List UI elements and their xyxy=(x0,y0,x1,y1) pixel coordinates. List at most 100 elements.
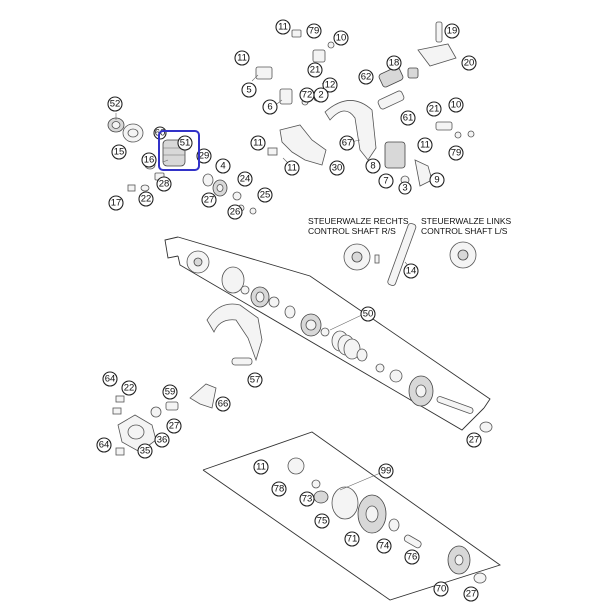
shaft-left-label-en: CONTROL SHAFT L/S xyxy=(421,226,508,236)
callout[interactable]: 27 xyxy=(466,432,482,448)
callout[interactable]: 62 xyxy=(358,69,374,85)
callout[interactable]: 71 xyxy=(344,531,360,547)
svg-text:52: 52 xyxy=(110,99,121,110)
svg-text:24: 24 xyxy=(240,174,251,185)
callout[interactable]: 11 xyxy=(250,135,266,151)
callout[interactable]: 61 xyxy=(400,110,416,126)
svg-text:73: 73 xyxy=(302,494,313,505)
callout[interactable]: 24 xyxy=(237,171,253,187)
callout[interactable]: 20 xyxy=(461,55,477,71)
callout[interactable]: 18 xyxy=(386,55,402,71)
callout[interactable]: 22 xyxy=(138,191,154,207)
callout[interactable]: 59 xyxy=(162,384,178,400)
callout[interactable]: 72 xyxy=(299,87,315,103)
callout[interactable]: 51 xyxy=(177,135,193,151)
callout[interactable]: 25 xyxy=(257,187,273,203)
callout[interactable]: 27 xyxy=(201,192,217,208)
svg-text:7: 7 xyxy=(383,176,388,187)
svg-text:59: 59 xyxy=(165,387,176,398)
shaft-left-label-de: STEUERWALZE LINKS xyxy=(421,216,512,226)
callout[interactable]: 35 xyxy=(137,443,153,459)
callout[interactable]: 50 xyxy=(360,306,376,322)
callout[interactable]: 19 xyxy=(444,23,460,39)
svg-text:2: 2 xyxy=(318,90,323,101)
svg-text:21: 21 xyxy=(310,65,321,76)
control-shaft-right xyxy=(343,243,380,271)
callout[interactable]: 11 xyxy=(275,19,291,35)
callout[interactable]: 15 xyxy=(111,144,127,160)
svg-text:11: 11 xyxy=(237,53,247,64)
callout[interactable]: 6 xyxy=(262,99,278,115)
callout[interactable]: 11 xyxy=(234,50,250,66)
callout[interactable]: 57 xyxy=(247,372,263,388)
callout[interactable]: 22 xyxy=(121,380,137,396)
callout[interactable]: 26 xyxy=(227,204,243,220)
callout[interactable]: 29 xyxy=(196,148,212,164)
svg-text:11: 11 xyxy=(420,140,430,151)
callout[interactable]: 76 xyxy=(404,549,420,565)
svg-text:25: 25 xyxy=(260,190,271,201)
svg-text:10: 10 xyxy=(451,100,462,111)
svg-text:28: 28 xyxy=(159,179,170,190)
svg-text:18: 18 xyxy=(389,58,400,69)
callout[interactable]: 67 xyxy=(339,135,355,151)
callout[interactable]: 79 xyxy=(306,23,322,39)
callout[interactable]: 11 xyxy=(284,160,300,176)
callout[interactable]: 99 xyxy=(378,463,394,479)
callout[interactable]: 4 xyxy=(215,158,231,174)
callout[interactable]: 17 xyxy=(108,195,124,211)
callout[interactable]: 27 xyxy=(166,418,182,434)
callout[interactable]: 12 xyxy=(322,77,338,93)
callout[interactable]: 9 xyxy=(429,172,445,188)
callout[interactable]: 30 xyxy=(329,160,345,176)
callout[interactable]: 64 xyxy=(96,437,112,453)
svg-text:11: 11 xyxy=(253,138,263,149)
callout[interactable]: 74 xyxy=(376,538,392,554)
svg-text:21: 21 xyxy=(429,104,440,115)
callout[interactable]: 73 xyxy=(299,491,315,507)
svg-text:3: 3 xyxy=(402,183,407,194)
svg-text:17: 17 xyxy=(111,198,122,209)
callout[interactable]: 11 xyxy=(417,137,433,153)
callout[interactable]: 21 xyxy=(426,101,442,117)
callout[interactable]: 75 xyxy=(314,513,330,529)
callout[interactable]: 2 xyxy=(313,87,329,103)
rod-part xyxy=(387,223,417,286)
callout[interactable]: 66 xyxy=(215,396,231,412)
svg-text:16: 16 xyxy=(144,155,155,166)
callout[interactable]: 79 xyxy=(448,145,464,161)
svg-text:27: 27 xyxy=(469,435,480,446)
callout[interactable]: 5 xyxy=(241,82,257,98)
svg-text:15: 15 xyxy=(114,147,125,158)
callout[interactable]: 10 xyxy=(448,97,464,113)
svg-text:27: 27 xyxy=(466,589,477,600)
callout[interactable]: 21 xyxy=(307,62,323,78)
callout[interactable]: 36 xyxy=(154,432,170,448)
callout[interactable]: 16 xyxy=(141,152,157,168)
callout[interactable]: 3 xyxy=(398,181,412,195)
callout[interactable]: 14 xyxy=(403,263,419,279)
svg-text:57: 57 xyxy=(250,375,261,386)
callout[interactable]: 64 xyxy=(102,371,118,387)
parts-upper-middle xyxy=(255,21,475,187)
callout[interactable]: 70 xyxy=(433,581,449,597)
callout[interactable]: 10 xyxy=(333,30,349,46)
svg-text:79: 79 xyxy=(451,148,462,159)
svg-text:99: 99 xyxy=(381,466,392,477)
svg-text:4: 4 xyxy=(220,161,225,172)
callout[interactable]: 78 xyxy=(271,481,287,497)
svg-text:51: 51 xyxy=(180,138,191,149)
svg-text:75: 75 xyxy=(317,516,328,527)
callout[interactable]: 7 xyxy=(378,173,394,189)
shaft-assembly-frame xyxy=(164,236,491,431)
svg-text:11: 11 xyxy=(278,22,288,33)
callout[interactable]: 28 xyxy=(156,176,172,192)
svg-text:61: 61 xyxy=(403,113,414,124)
callout[interactable]: 8 xyxy=(365,158,381,174)
svg-text:27: 27 xyxy=(169,421,180,432)
callout[interactable]: 52 xyxy=(107,96,123,112)
svg-text:71: 71 xyxy=(347,534,358,545)
callout[interactable]: 11 xyxy=(253,459,269,475)
svg-text:66: 66 xyxy=(218,399,229,410)
callout[interactable]: 27 xyxy=(463,586,479,602)
